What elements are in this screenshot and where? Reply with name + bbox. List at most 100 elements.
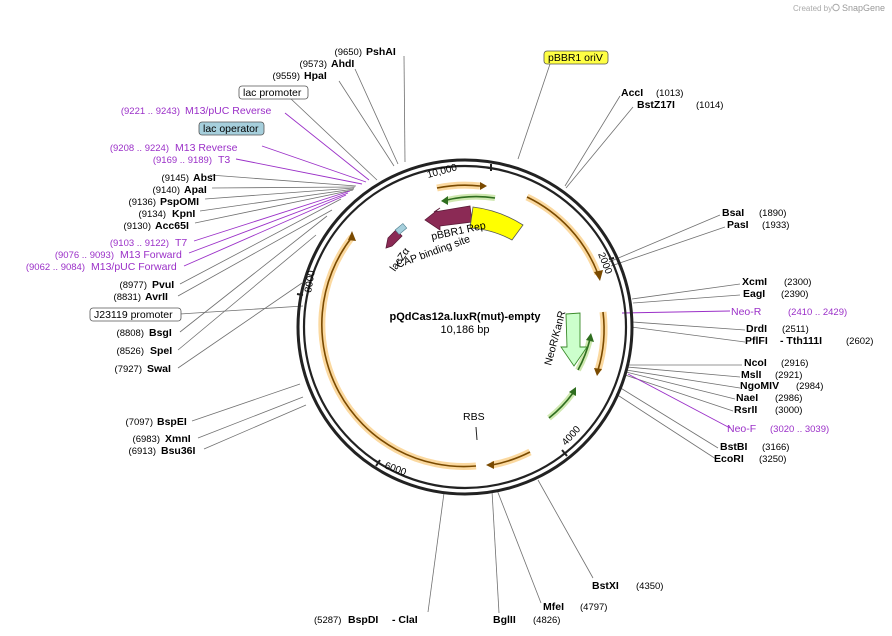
primer-pos-m13-forward: (9076 .. 9093) — [55, 250, 114, 261]
primer-label-m13-puc-forward[interactable]: M13/pUC Forward — [91, 261, 177, 273]
site-label-xmni[interactable]: XmnI — [165, 433, 191, 445]
site-pos-bsai: (1890) — [759, 208, 786, 219]
site-label-bglii[interactable]: BglII — [493, 614, 516, 626]
feature-label-rbs: RBS — [463, 411, 485, 423]
site-pos-pshai: (9650) — [335, 47, 362, 58]
site-label-bspdi[interactable]: BspDI — [348, 614, 378, 626]
site-pos-avrii: (8831) — [114, 292, 141, 303]
site-label-eagi[interactable]: EagI — [743, 288, 765, 300]
site-label-clai[interactable]: - ClaI — [392, 614, 418, 626]
orf-arcs — [318, 181, 608, 471]
boxed-label-j23119-promoter[interactable]: J23119 promoter — [89, 307, 182, 322]
primer-label-t3[interactable]: T3 — [218, 154, 230, 166]
site-label-ecori[interactable]: EcoRI — [714, 453, 744, 465]
site-label-mfei[interactable]: MfeI — [543, 601, 564, 613]
site-label-ngomiv[interactable]: NgoMIV — [740, 380, 779, 392]
boxed-label-text: lac operator — [203, 123, 259, 135]
site-pos-pvui: (8977) — [120, 280, 147, 291]
site-label-ahdi[interactable]: AhdI — [331, 58, 354, 70]
site-pos-absi: (9145) — [162, 173, 189, 184]
site-label-bstxi[interactable]: BstXI — [592, 580, 619, 592]
site-label-tth111i[interactable]: - Tth111I — [780, 335, 822, 347]
orf-arrowhead-top — [480, 182, 487, 190]
site-label-pasi[interactable]: PasI — [727, 219, 749, 231]
boxed-label-lac-operator[interactable]: lac operator — [198, 121, 265, 136]
feature-label-neor-kanr: NeoR/KanR — [542, 309, 568, 367]
pbbr1-rep-arrow — [424, 205, 473, 231]
primer-label-neo-f[interactable]: Neo-F — [727, 423, 756, 435]
site-label-pspomi[interactable]: PspOMI — [160, 196, 199, 208]
primer-pos-m13-puc-reverse: (9221 .. 9243) — [121, 106, 180, 117]
site-leader-lines — [177, 55, 746, 614]
site-pos-bspdi: (5287) — [314, 615, 341, 626]
boxed-label-text: lac promoter — [243, 87, 302, 99]
site-pos-acci: (1013) — [656, 88, 683, 99]
neor-kanr-arrow — [560, 312, 588, 367]
boxed-label-pbbr1-oriv[interactable]: pBBR1 oriV — [543, 50, 609, 65]
site-label-hpai[interactable]: HpaI — [304, 70, 327, 82]
plasmid-size: 10,186 bp — [441, 324, 490, 336]
site-label-pshai[interactable]: PshAI — [366, 46, 396, 58]
primer-label-m13-forward[interactable]: M13 Forward — [120, 249, 182, 261]
site-label-xcmi[interactable]: XcmI — [742, 276, 767, 288]
site-label-acci[interactable]: AccI — [621, 87, 643, 99]
site-pos-xcmi: (2300) — [784, 277, 811, 288]
site-label-naei[interactable]: NaeI — [736, 392, 758, 404]
site-label-bspei[interactable]: BspEI — [157, 416, 187, 428]
tick-marks — [296, 164, 615, 467]
site-label-bsu36i[interactable]: Bsu36I — [161, 445, 196, 457]
boxed-label-text: pBBR1 oriV — [548, 52, 603, 64]
site-pos-spei: (8526) — [117, 346, 144, 357]
site-label-kpni[interactable]: KpnI — [172, 208, 195, 220]
site-pos-mfei: (4797) — [580, 602, 607, 613]
site-label-pvui[interactable]: PvuI — [152, 279, 174, 291]
primer-pos-m13-puc-forward: (9062 .. 9084) — [26, 262, 85, 273]
primer-pos-m13-reverse: (9208 .. 9224) — [110, 143, 169, 154]
orf-arc-top-line — [436, 184, 481, 189]
site-pos-bsu36i: (6913) — [129, 446, 156, 457]
snapgene-logo-icon — [832, 3, 840, 12]
site-label-bsai[interactable]: BsaI — [722, 207, 744, 219]
site-pos-eagi: (2390) — [781, 289, 808, 300]
cap-binding-box — [394, 223, 408, 235]
left-site-labels: (9650) PshAI (9573) AhdI (9559) HpaI (91… — [114, 46, 396, 457]
credit-text: Created by — [793, 4, 832, 13]
site-label-absi[interactable]: AbsI — [193, 172, 216, 184]
site-pos-ecori: (3250) — [759, 454, 786, 465]
site-label-acc65i[interactable]: Acc65I — [155, 220, 189, 232]
site-label-apai[interactable]: ApaI — [184, 184, 207, 196]
site-pos-msli: (2921) — [775, 370, 802, 381]
tick-label-8000: 8000 — [303, 269, 318, 293]
site-pos-pasi: (1933) — [762, 220, 789, 231]
orf-arrowhead-right — [594, 270, 603, 281]
site-pos-bstz17i: (1014) — [696, 100, 723, 111]
site-label-drdi[interactable]: DrdI — [746, 323, 767, 335]
site-pos-drdi: (2511) — [782, 324, 809, 335]
site-pos-tth111i: (2602) — [846, 336, 873, 347]
site-label-bstz17i[interactable]: BstZ17I — [637, 99, 675, 111]
site-pos-kpni: (9134) — [139, 209, 166, 220]
right-site-labels: AccI (1013) BstZ17I (1014) BsaI (1890) P… — [493, 87, 873, 626]
site-label-spei[interactable]: SpeI — [150, 345, 172, 357]
primer-label-neo-r[interactable]: Neo-R — [731, 306, 762, 318]
site-label-ncoi[interactable]: NcoI — [744, 357, 767, 369]
backbone-outer-circle — [296, 158, 634, 496]
inner-green-arrows — [441, 193, 594, 421]
lacz-arrow — [385, 229, 403, 249]
site-pos-ncoi: (2916) — [781, 358, 808, 369]
site-label-bstbi[interactable]: BstBI — [720, 441, 748, 453]
site-pos-bstbi: (3166) — [762, 442, 789, 453]
site-label-pflfi[interactable]: PflFI — [745, 335, 768, 347]
primer-label-m13-puc-reverse[interactable]: M13/pUC Reverse — [185, 105, 272, 117]
left-primer-labels: (9221 .. 9243) M13/pUC Reverse (9208 .. … — [26, 105, 272, 273]
primer-label-m13-reverse[interactable]: M13 Reverse — [175, 142, 238, 154]
primer-label-t7[interactable]: T7 — [175, 237, 187, 249]
site-label-msli[interactable]: MslI — [741, 369, 762, 381]
site-label-rsrii[interactable]: RsrII — [734, 404, 757, 416]
site-label-avrii[interactable]: AvrII — [145, 291, 168, 303]
site-label-swai[interactable]: SwaI — [147, 363, 171, 375]
site-label-bsgi[interactable]: BsgI — [149, 327, 172, 339]
site-pos-acc65i: (9130) — [124, 221, 151, 232]
site-pos-bglii: (4826) — [533, 615, 560, 626]
boxed-label-lac-promoter[interactable]: lac promoter — [238, 85, 309, 100]
